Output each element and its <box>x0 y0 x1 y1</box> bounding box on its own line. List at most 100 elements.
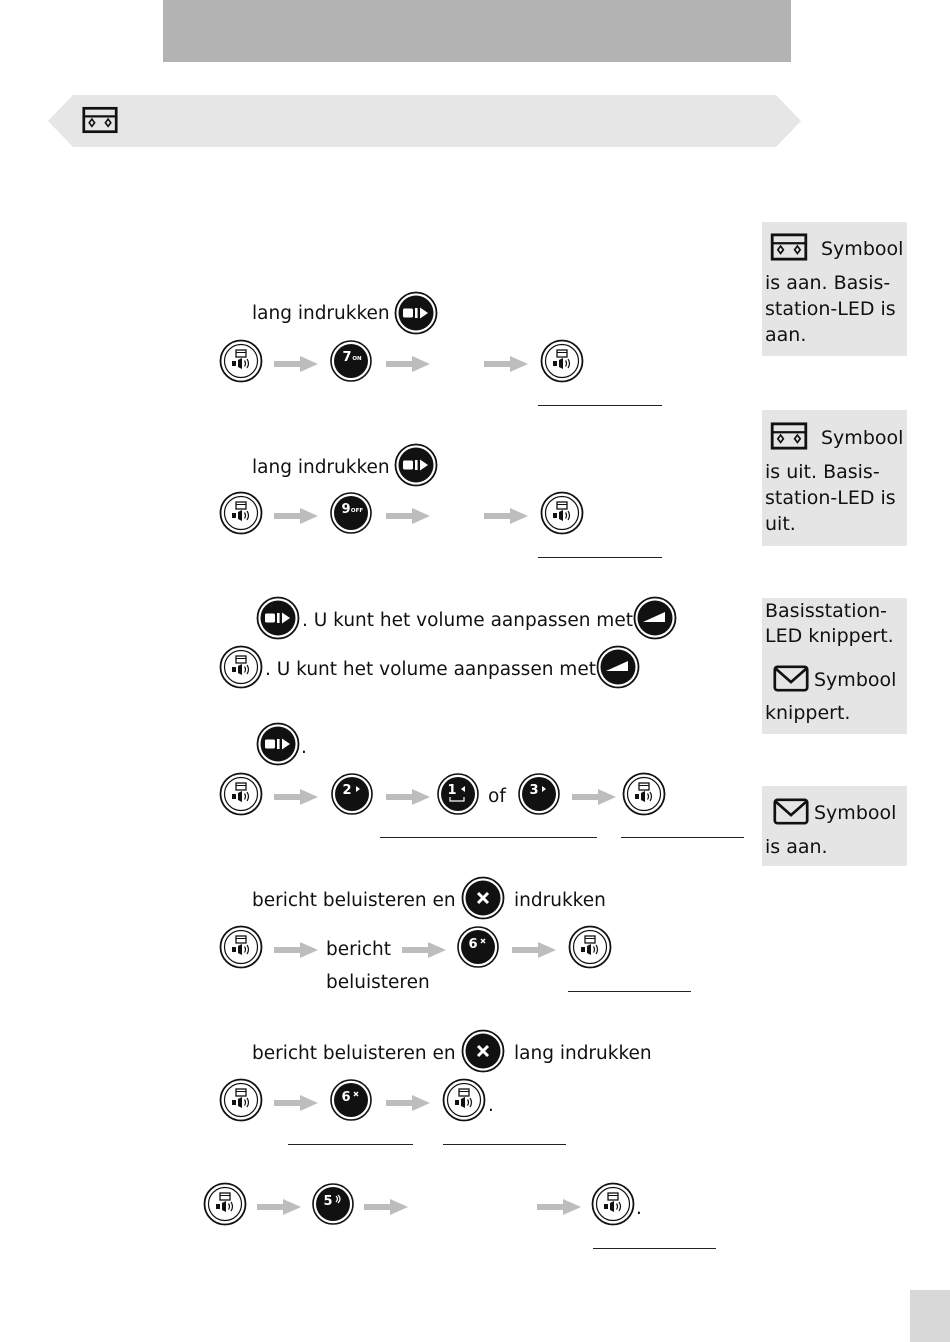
sidebar-symbool-label: Symbool <box>821 238 904 260</box>
sidebar-text-line: is aan. <box>765 836 828 858</box>
instruction-text: lang indrukken <box>252 303 390 324</box>
play-stop-key-icon[interactable] <box>256 596 300 640</box>
underline <box>288 1144 413 1145</box>
key-label: 9 <box>341 502 350 517</box>
or-text: of <box>488 786 506 807</box>
underline <box>380 837 597 838</box>
right-arrow-icon <box>274 1095 318 1111</box>
answering-machine-key-icon[interactable] <box>442 1078 486 1122</box>
answering-machine-key-icon[interactable] <box>219 645 263 689</box>
sidebar-text-line: is aan. Basis- <box>765 272 891 294</box>
answering-machine-key-icon[interactable] <box>591 1182 635 1226</box>
section-banner <box>48 95 801 147</box>
instruction-text: . U kunt het volume aanpassen met <box>302 610 633 631</box>
right-arrow-icon <box>512 942 556 958</box>
instruction-text: . U kunt het volume aanpassen met <box>265 659 596 680</box>
answering-machine-key-icon[interactable] <box>219 772 263 816</box>
right-arrow-icon <box>386 1095 430 1111</box>
instruction-text: . <box>488 1095 494 1116</box>
key-label: 6 <box>468 937 477 952</box>
volume-key-icon[interactable] <box>633 596 677 640</box>
envelope-icon <box>773 665 809 692</box>
right-arrow-icon <box>386 789 430 805</box>
instruction-text: . <box>301 737 307 758</box>
key-sublabel: ON <box>352 356 362 362</box>
key-9-icon[interactable]: 9 OFF <box>330 492 372 534</box>
play-stop-key-icon[interactable] <box>256 722 300 766</box>
right-arrow-icon <box>274 356 318 372</box>
instruction-text: indrukken <box>514 890 606 911</box>
key-2-icon[interactable]: 2 <box>331 773 373 815</box>
key-sublabel: OFF <box>351 508 363 514</box>
play-stop-key-icon[interactable] <box>394 443 438 487</box>
instruction-text: bericht beluisteren en <box>252 890 456 911</box>
key-label: 3 <box>529 783 538 798</box>
underline <box>443 1144 566 1145</box>
instruction-text: . <box>636 1198 642 1219</box>
underline <box>593 1248 716 1249</box>
answering-machine-key-icon[interactable] <box>203 1182 247 1226</box>
key-label: 5 <box>323 1194 332 1209</box>
sidebar-text-line: knippert. <box>765 702 851 724</box>
key-5-icon[interactable]: 5 <box>312 1183 354 1225</box>
delete-key-icon[interactable] <box>461 1029 505 1073</box>
key-label: 2 <box>342 783 351 798</box>
page-edge-tab <box>910 1290 950 1342</box>
right-arrow-icon <box>537 1199 581 1215</box>
right-arrow-icon <box>386 508 430 524</box>
right-arrow-icon <box>484 508 528 524</box>
key-label: 6 <box>341 1090 350 1105</box>
underline <box>538 557 662 558</box>
key-3-icon[interactable]: 3 <box>518 773 560 815</box>
sidebar-symbool-label: Symbool <box>814 802 897 824</box>
key-label: 7 <box>342 350 351 365</box>
answering-machine-key-icon[interactable] <box>540 339 584 383</box>
delete-key-icon[interactable] <box>461 876 505 920</box>
right-arrow-icon <box>402 942 446 958</box>
sidebar-text-line: is uit. Basis- <box>765 461 880 483</box>
underline <box>568 991 691 992</box>
sidebar-symbool-label: Symbool <box>821 427 904 449</box>
key-1-icon[interactable]: 1 <box>437 773 479 815</box>
key-6-icon[interactable]: 6 <box>330 1079 372 1121</box>
right-arrow-icon <box>274 508 318 524</box>
sidebar-text-line: LED knippert. <box>765 625 894 647</box>
sidebar-text-line: station-LED is <box>765 487 896 509</box>
right-arrow-icon <box>274 942 318 958</box>
key-7-icon[interactable]: 7 ON <box>330 340 372 382</box>
instruction-text: bericht beluisteren en <box>252 1043 456 1064</box>
instruction-text: lang indrukken <box>514 1043 652 1064</box>
instruction-text: beluisteren <box>326 972 430 993</box>
answering-machine-icon <box>770 422 808 450</box>
sidebar-text-line: aan. <box>765 324 807 346</box>
volume-key-icon[interactable] <box>596 645 640 689</box>
play-stop-key-icon[interactable] <box>394 291 438 335</box>
answering-machine-key-icon[interactable] <box>622 772 666 816</box>
right-arrow-icon <box>274 789 318 805</box>
right-arrow-icon <box>484 356 528 372</box>
answering-machine-key-icon[interactable] <box>219 339 263 383</box>
instruction-text: lang indrukken <box>252 457 390 478</box>
answering-machine-key-icon[interactable] <box>219 925 263 969</box>
answering-machine-key-icon[interactable] <box>219 1078 263 1122</box>
right-arrow-icon <box>572 789 616 805</box>
envelope-icon <box>773 798 809 825</box>
instruction-text: bericht <box>326 939 392 960</box>
sidebar-text-line: uit. <box>765 513 796 535</box>
underline <box>621 837 744 838</box>
answering-machine-icon <box>82 106 118 134</box>
answering-machine-key-icon[interactable] <box>568 925 612 969</box>
header-bar <box>163 0 791 62</box>
answering-machine-key-icon[interactable] <box>540 491 584 535</box>
right-arrow-icon <box>257 1199 301 1215</box>
answering-machine-key-icon[interactable] <box>219 491 263 535</box>
key-label: 1 <box>447 783 456 798</box>
sidebar-text-line: station-LED is <box>765 298 896 320</box>
underline <box>538 405 662 406</box>
answering-machine-icon <box>770 233 808 261</box>
sidebar-text-line: Basisstation- <box>765 600 887 622</box>
right-arrow-icon <box>386 356 430 372</box>
key-6-icon[interactable]: 6 <box>457 926 499 968</box>
right-arrow-icon <box>364 1199 408 1215</box>
sidebar-symbool-label: Symbool <box>814 669 897 691</box>
